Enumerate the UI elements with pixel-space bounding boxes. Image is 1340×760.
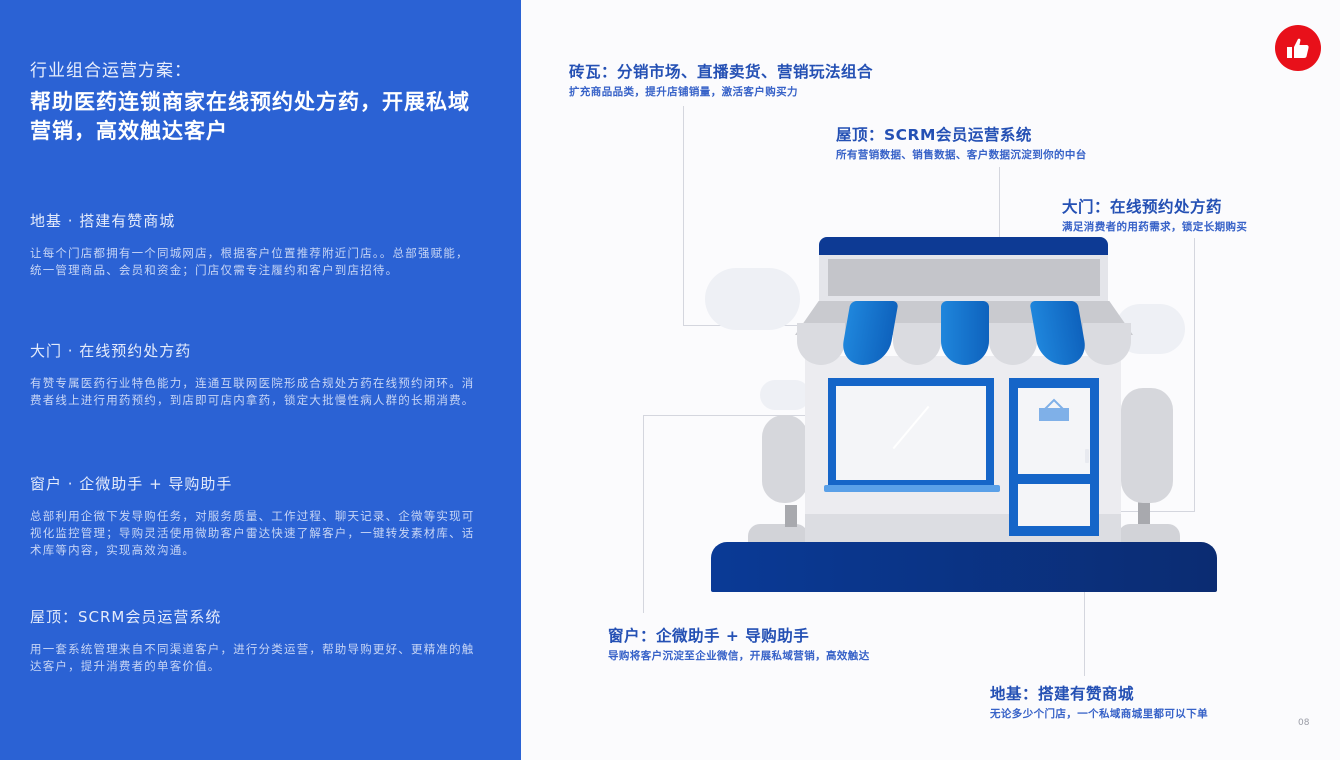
awning-scallop: [989, 323, 1037, 365]
tree-ground-left: [748, 524, 808, 542]
tree-ground-right: [1118, 524, 1180, 542]
section-title: 窗户 · 企微助手 + 导购助手: [30, 475, 233, 493]
callout-foundation: 地基：搭建有赞商城 无论多少个门店，一个私域商城里都可以下单: [990, 682, 1208, 721]
callout-subtitle: 扩充商品品类，提升店铺销量，激活客户购买力: [569, 86, 798, 98]
callout-title: 砖瓦：分销市场、直播卖货、营销玩法组合: [569, 63, 874, 81]
awning-scallop: [797, 323, 845, 365]
section-body: 用一套系统管理来自不同渠道客户，进行分类运营，帮助导购更好、更精准的触达客户，提…: [30, 642, 475, 673]
tree-right: [1121, 388, 1173, 503]
section-window: 窗户 · 企微助手 + 导购助手 总部利用企微下发导购任务，对服务质量、工作过程…: [30, 473, 480, 559]
tree-trunk-right: [1138, 502, 1150, 524]
section-body: 有赞专属医药行业特色能力，连通互联网医院形成合规处方药在线预约闭环。消费者线上进…: [30, 376, 475, 407]
connector-line-door: [1194, 238, 1195, 512]
awning-scallop: [893, 323, 941, 365]
callout-door: 大门：在线预约处方药 满足消费者的用药需求，锁定长期购买: [1062, 195, 1247, 234]
section-foundation: 地基 · 搭建有赞商城 让每个门店都拥有一个同城网店，根据客户位置推荐附近门店。…: [30, 210, 480, 279]
connector-line-tiles: [683, 106, 684, 326]
callout-title: 大门：在线预约处方药: [1062, 198, 1223, 216]
awning-stripe: [941, 301, 989, 365]
thumbs-up-icon: [1287, 38, 1309, 58]
door-glass: [1018, 484, 1090, 526]
window-sill: [824, 485, 1000, 492]
connector-line-window: [643, 415, 644, 613]
store-signboard: [828, 259, 1100, 296]
callout-title: 屋顶：SCRM会员运营系统: [836, 126, 1032, 144]
callout-subtitle: 满足消费者的用药需求，锁定长期购买: [1062, 221, 1248, 233]
section-door: 大门 · 在线预约处方药 有赞专属医药行业特色能力，连通互联网医院形成合规处方药…: [30, 340, 480, 409]
door-handle: [1085, 449, 1089, 463]
store-roof: [819, 237, 1108, 255]
connector-line-door-h: [1120, 511, 1195, 512]
left-info-panel: 行业组合运营方案： 帮助医药连锁商家在线预约处方药，开展私域营销，高效触达客户 …: [0, 0, 521, 760]
callout-subtitle: 无论多少个门店，一个私域商城里都可以下单: [990, 708, 1208, 720]
tree-trunk-left: [785, 505, 797, 527]
connector-line-foundation: [1084, 592, 1085, 676]
connector-line-window-h: [643, 415, 805, 416]
panel-kicker: 行业组合运营方案：: [30, 61, 192, 81]
section-body: 总部利用企微下发导购任务，对服务质量、工作过程、聊天记录、企微等实现可视化监控管…: [30, 509, 475, 557]
callout-roof: 屋顶：SCRM会员运营系统 所有营销数据、销售数据、客户数据沉淀到你的中台: [836, 123, 1087, 162]
cloud-decoration: [705, 268, 800, 330]
callout-subtitle: 导购将客户沉淀至企业微信，开展私域营销，高效触达: [608, 650, 870, 662]
section-title: 地基 · 搭建有赞商城: [30, 212, 176, 230]
section-title: 大门 · 在线预约处方药: [30, 342, 192, 360]
store-platform: [711, 542, 1217, 592]
callout-window: 窗户：企微助手 + 导购助手 导购将客户沉淀至企业微信，开展私域营销，高效触达: [608, 624, 870, 663]
shop-window: [828, 378, 994, 488]
callout-title: 地基：搭建有赞商城: [990, 685, 1135, 703]
callout-tiles: 砖瓦：分销市场、直播卖货、营销玩法组合 扩充商品品类，提升店铺销量，激活客户购买…: [569, 60, 873, 99]
callout-subtitle: 所有营销数据、销售数据、客户数据沉淀到你的中台: [836, 149, 1087, 161]
door-glass: [1018, 388, 1090, 474]
cloud-decoration: [760, 380, 810, 410]
callout-title: 窗户：企微助手 + 导购助手: [608, 627, 810, 645]
like-button[interactable]: [1275, 25, 1321, 71]
connector-line-roof: [999, 167, 1000, 237]
awning-scallop: [1083, 323, 1131, 365]
section-roof: 屋顶：SCRM会员运营系统 用一套系统管理来自不同渠道客户，进行分类运营，帮助导…: [30, 606, 480, 675]
tree-left: [762, 415, 808, 503]
panel-headline: 帮助医药连锁商家在线预约处方药，开展私域营销，高效触达客户: [30, 90, 470, 143]
door-sign-icon: [1039, 398, 1069, 421]
section-body: 让每个门店都拥有一个同城网店，根据客户位置推荐附近门店。。总部强赋能，统一管理商…: [30, 246, 469, 277]
section-title: 屋顶：SCRM会员运营系统: [30, 608, 222, 626]
page-number: 08: [1298, 718, 1310, 728]
